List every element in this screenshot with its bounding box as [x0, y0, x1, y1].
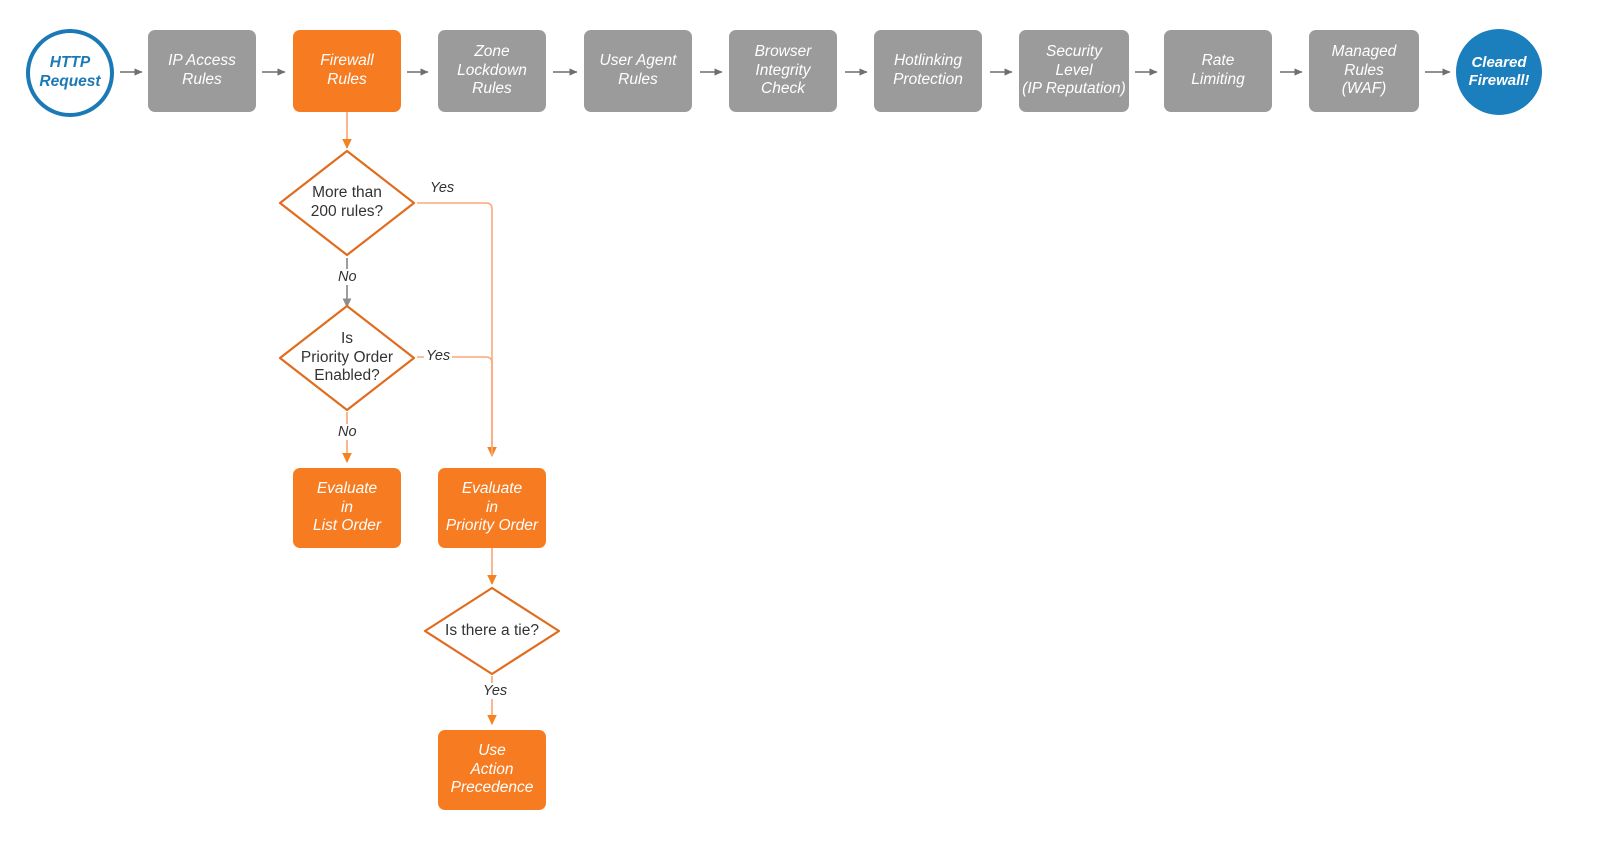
- node-managed-rules-waf[interactable]: Managed Rules (WAF): [1309, 30, 1419, 112]
- edge-decision2-yes: [417, 356, 493, 456]
- node-label: Rate Limiting: [1191, 52, 1245, 88]
- node-label: Use Action Precedence: [450, 741, 534, 797]
- node-user-agent-rules[interactable]: User Agent Rules: [584, 30, 692, 112]
- node-label: User Agent Rules: [599, 52, 677, 88]
- node-label: Zone Lockdown Rules: [457, 42, 527, 98]
- node-label: Is Priority Order Enabled?: [300, 329, 394, 385]
- node-evaluate-in-list-order[interactable]: Evaluate in List Order: [293, 468, 401, 548]
- diamond-shape: [423, 586, 561, 676]
- node-label: IP Access Rules: [168, 52, 236, 88]
- node-zone-lockdown-rules[interactable]: Zone Lockdown Rules: [438, 30, 546, 112]
- node-ip-access-rules[interactable]: IP Access Rules: [148, 30, 256, 112]
- node-label: Evaluate in List Order: [312, 479, 382, 535]
- edge-decision1-yes: [417, 202, 497, 457]
- node-label: Hotlinking Protection: [893, 52, 963, 88]
- node-label: More than 200 rules?: [310, 184, 384, 220]
- diamond-shape: [278, 304, 416, 412]
- node-rate-limiting[interactable]: Rate Limiting: [1164, 30, 1272, 112]
- edge-label-yes-3: Yes: [481, 683, 510, 699]
- node-browser-integrity-check[interactable]: Browser Integrity Check: [729, 30, 837, 112]
- edge-label-yes-2: Yes: [424, 348, 453, 364]
- node-security-level[interactable]: Security Level (IP Reputation): [1019, 30, 1129, 112]
- node-label: Evaluate in Priority Order: [445, 479, 539, 535]
- node-use-action-precedence[interactable]: Use Action Precedence: [438, 730, 546, 810]
- node-label: Cleared Firewall!: [1468, 53, 1530, 89]
- node-http-request[interactable]: HTTP Request: [26, 29, 114, 117]
- node-decision-is-there-a-tie[interactable]: Is there a tie?: [422, 585, 562, 677]
- node-label: Browser Integrity Check: [754, 42, 812, 98]
- node-label: HTTP Request: [39, 54, 101, 90]
- node-firewall-rules[interactable]: Firewall Rules: [293, 30, 401, 112]
- node-cleared-firewall[interactable]: Cleared Firewall!: [1456, 29, 1542, 115]
- node-decision-is-priority-order-enabled[interactable]: Is Priority Order Enabled?: [277, 303, 417, 413]
- node-decision-more-than-200-rules[interactable]: More than 200 rules?: [277, 148, 417, 258]
- node-evaluate-in-priority-order[interactable]: Evaluate in Priority Order: [438, 468, 546, 548]
- edge-label-yes-1: Yes: [428, 180, 457, 196]
- node-label: Is there a tie?: [445, 621, 539, 639]
- diamond-shape: [278, 149, 416, 257]
- node-hotlinking-protection[interactable]: Hotlinking Protection: [874, 30, 982, 112]
- node-label: Firewall Rules: [320, 52, 374, 88]
- node-label: Managed Rules (WAF): [1331, 42, 1397, 98]
- edge-label-no-2: No: [336, 424, 359, 440]
- edge-label-no-1: No: [336, 269, 359, 285]
- node-label: Security Level (IP Reputation): [1022, 42, 1126, 98]
